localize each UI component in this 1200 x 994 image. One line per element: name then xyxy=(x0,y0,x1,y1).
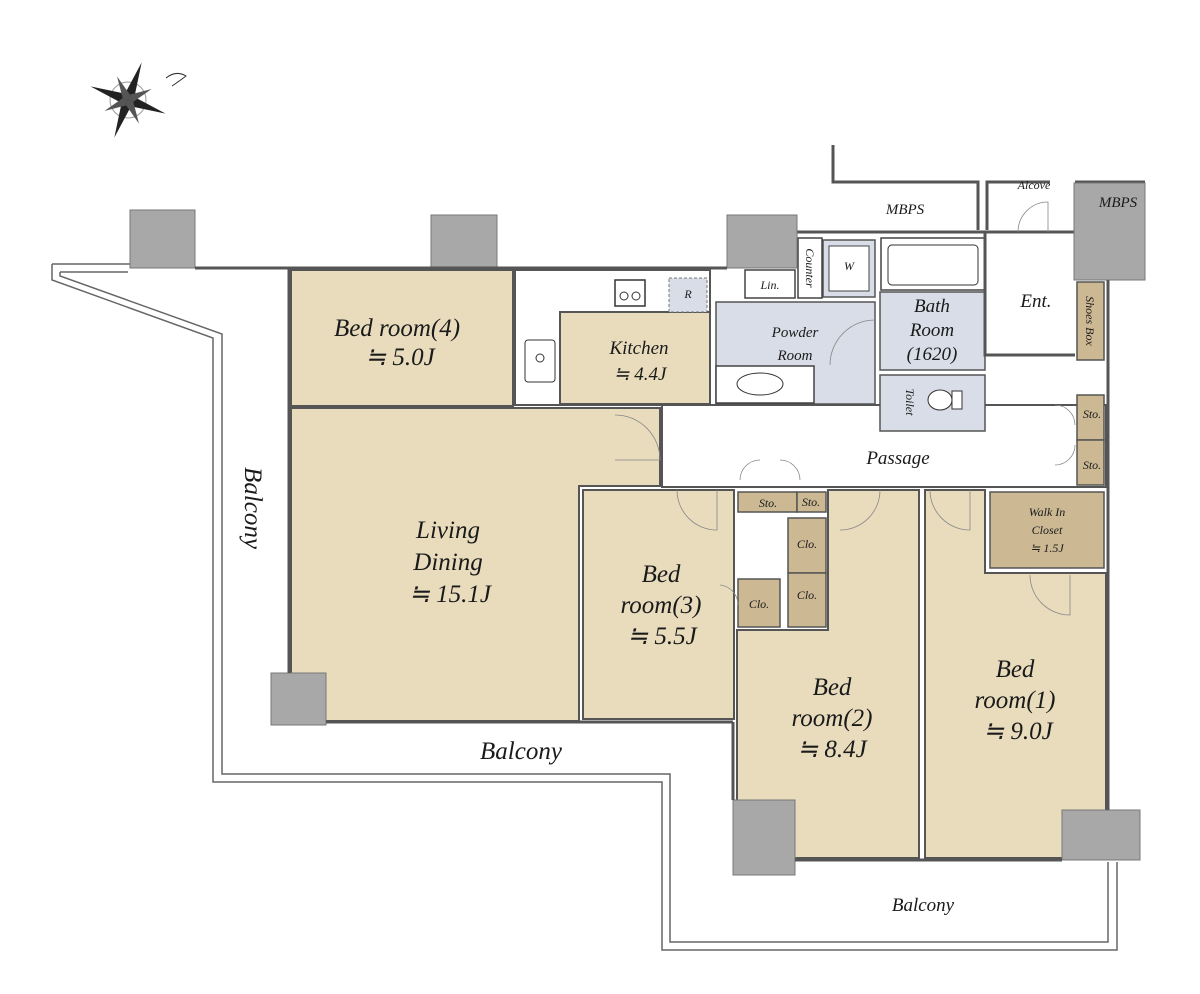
powder-name-2: Room xyxy=(777,348,813,364)
storage xyxy=(1076,439,1105,486)
storage-label: Sto. xyxy=(802,495,820,509)
shoes-box xyxy=(1076,281,1105,361)
toilet-label: Toilet xyxy=(903,389,917,417)
counter xyxy=(797,237,823,299)
wic-name-2: Closet xyxy=(1032,523,1063,537)
bedroom-2-name-1: Bed xyxy=(813,674,852,701)
living-name-2: Dining xyxy=(412,549,482,576)
compass-icon xyxy=(90,62,187,138)
living-area: ≒ 15.1J xyxy=(409,581,493,608)
bedroom-1-name-2: room(1) xyxy=(974,687,1055,714)
storage-label: Sto. xyxy=(1083,458,1101,472)
walk-in-closet xyxy=(989,491,1105,569)
bedroom-1 xyxy=(924,489,1107,859)
bedroom-2-name-2: room(2) xyxy=(791,705,872,732)
balcony-bottom-label: Balcony xyxy=(892,895,955,916)
balcony-center-label: Balcony xyxy=(480,738,563,765)
living-name-1: Living xyxy=(415,517,480,544)
closet xyxy=(787,572,827,628)
storage xyxy=(796,491,827,513)
alcove-label: Alcove xyxy=(1017,178,1051,192)
mbps-label-2: MBPS xyxy=(1098,195,1138,211)
bedroom-3-area: ≒ 5.5J xyxy=(627,623,698,650)
wic-area: ≒ 1.5J xyxy=(1030,541,1064,555)
bath-name-2: Room xyxy=(909,320,954,341)
closet xyxy=(737,578,781,628)
mbps-label-1: MBPS xyxy=(885,202,925,218)
bathroom xyxy=(879,291,986,371)
kitchen xyxy=(559,311,711,405)
bath-name-1: Bath xyxy=(914,296,950,317)
wic-name-1: Walk In xyxy=(1029,505,1066,519)
bedroom-3 xyxy=(582,489,735,720)
stove-icon xyxy=(614,279,646,307)
refrigerator-label: R xyxy=(683,287,692,301)
closet-label: Clo. xyxy=(749,597,769,611)
sink-icon xyxy=(524,339,556,383)
closet-label: Clo. xyxy=(797,537,817,551)
pillars xyxy=(129,182,1146,876)
linen xyxy=(744,269,796,299)
storage-label: Sto. xyxy=(1083,407,1101,421)
bedroom-4-name: Bed room(4) xyxy=(334,315,460,342)
powder-name-1: Powder xyxy=(771,325,819,341)
bedroom-3-name-1: Bed xyxy=(642,561,681,588)
linen-label: Lin. xyxy=(759,278,779,292)
storage-label: Sto. xyxy=(759,496,777,510)
balcony-outline xyxy=(51,263,1118,951)
refrigerator-space xyxy=(668,277,708,313)
bedroom-4 xyxy=(290,269,514,407)
shoes-box-label: Shoes Box xyxy=(1083,296,1097,346)
closet-label: Clo. xyxy=(797,588,817,602)
bedroom-1-name-1: Bed xyxy=(996,656,1035,683)
passage-label: Passage xyxy=(865,448,929,469)
balcony-left-label: Balcony xyxy=(239,467,266,550)
kitchen-name: Kitchen xyxy=(608,338,668,359)
washer-label: W xyxy=(844,259,855,273)
bedroom-3-name-2: room(3) xyxy=(620,592,701,619)
kitchen-area-label: ≒ 4.4J xyxy=(614,364,668,385)
counter-label: Counter xyxy=(803,248,817,288)
bedroom-1-area: ≒ 9.0J xyxy=(983,718,1054,745)
entrance-label: Ent. xyxy=(1019,291,1051,312)
bedroom-2-area: ≒ 8.4J xyxy=(797,736,868,763)
bath-size: (1620) xyxy=(907,344,958,365)
bedroom-4-area: ≒ 5.0J xyxy=(365,344,436,371)
